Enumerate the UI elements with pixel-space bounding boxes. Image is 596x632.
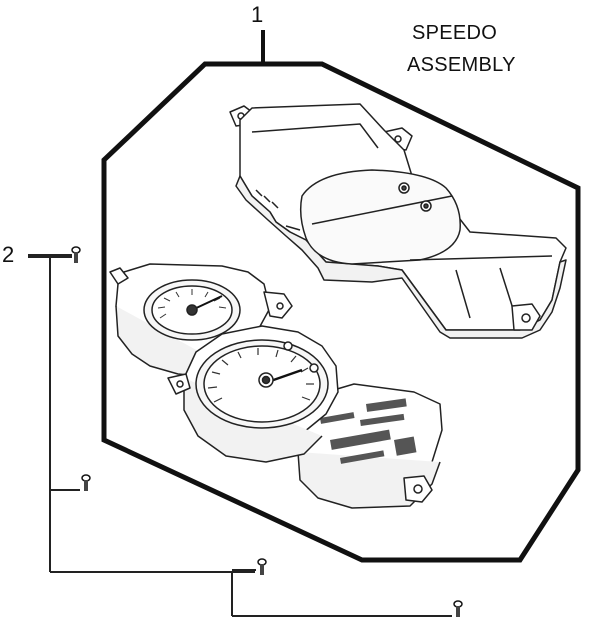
callout-number-2: 2 [2, 242, 15, 267]
display-panel [320, 398, 417, 464]
assembly-title-line-2: ASSEMBLY [407, 54, 516, 76]
instrument-body [109, 263, 443, 509]
screw-icon [453, 600, 463, 617]
screw-leader-lines [28, 254, 452, 617]
screw-icon [257, 558, 267, 575]
callout-number-1: 1 [251, 2, 264, 27]
screw-icon [71, 246, 81, 263]
assembly-title-line-1: SPEEDO [412, 22, 498, 44]
screw-icon [81, 474, 91, 491]
upper-cover [229, 103, 567, 339]
assembly-boundary [101, 61, 581, 563]
